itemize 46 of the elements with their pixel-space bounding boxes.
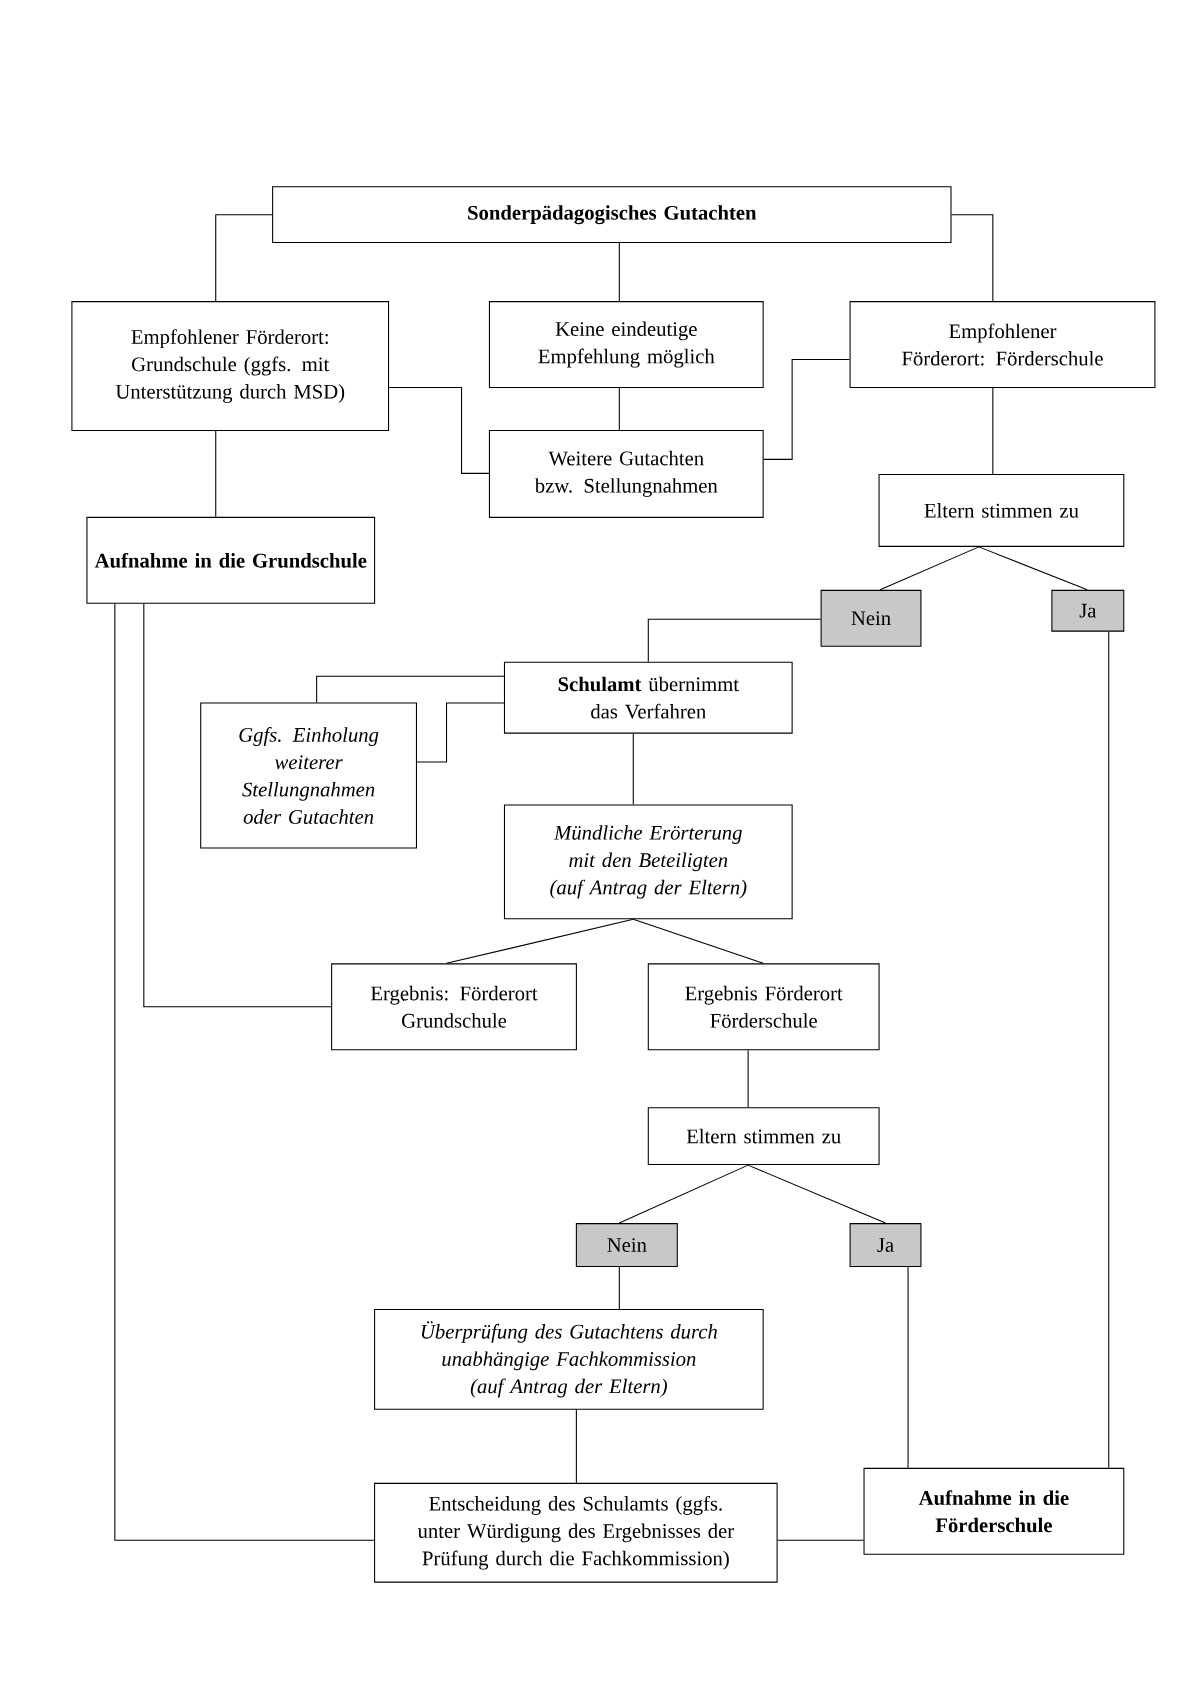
process-box: Ergebnis: Förderort Grundschule	[330, 963, 577, 1051]
process-box: Aufnahme in die Förderschule	[863, 1467, 1125, 1555]
process-box: Eltern stimmen zu	[878, 473, 1125, 547]
connector-line	[1108, 631, 1110, 1469]
connector-line	[575, 1409, 577, 1484]
process-box: Eltern stimmen zu	[647, 1107, 880, 1166]
connector-line	[992, 387, 994, 475]
option-box: Nein	[820, 589, 922, 647]
connector-line	[214, 430, 217, 518]
connector-line	[879, 546, 980, 591]
connector-line	[416, 702, 505, 763]
connector-line	[762, 359, 850, 460]
option-box: Ja	[849, 1223, 922, 1268]
connector-line	[747, 1049, 749, 1108]
option-box: Ja	[1051, 589, 1125, 632]
connector-line	[618, 387, 620, 431]
connector-line	[647, 618, 821, 663]
connector-line	[315, 675, 505, 704]
connector-line	[618, 242, 620, 302]
option-box: Nein	[575, 1223, 678, 1268]
process-box: Empfohlener Förderort: Förderschule	[849, 301, 1156, 388]
process-box: Schulamt übernimmt das Verfahren	[503, 661, 793, 734]
process-box: Ergebnis Förderort Förderschule	[647, 963, 880, 1051]
connector-line	[632, 918, 764, 964]
process-box: Keine eindeutige Empfehlung möglich	[488, 301, 764, 388]
connector-line	[388, 386, 490, 474]
process-box: Mündliche Erörterung mit den Beteiligten (auf Antrag der Eltern)	[503, 804, 793, 920]
connector-line	[950, 214, 994, 302]
connector-line	[618, 1266, 620, 1310]
process-box: Weitere Gutachten bzw. Stellungnahmen	[488, 429, 764, 518]
connector-line	[978, 546, 1088, 591]
connector-line	[214, 214, 273, 302]
connector-line	[907, 1266, 909, 1469]
process-box: Entscheidung des Schulamts (ggfs. unter Würdigung des Ergebnisses der Prüfung durch die Fachkommission)	[373, 1482, 778, 1583]
process-box: Überprüfung des Gutachtens durch unabhängige Fachkommission (auf Antrag der Eltern)	[373, 1308, 764, 1410]
connector-line	[445, 918, 634, 964]
connector-line	[632, 733, 634, 805]
connector-line	[143, 603, 332, 1008]
process-box: Empfohlener Förderort: Grundschule (ggfs. mit Unterstützung durch MSD)	[71, 301, 389, 431]
connector-line	[618, 1164, 749, 1224]
connector-line	[114, 603, 375, 1541]
process-box: Ggfs. Einholung weiterer Stellungnahmen oder Gutachten	[199, 702, 417, 849]
process-box: Sonderpädagogisches Gutachten	[271, 186, 952, 244]
connector-line	[776, 1539, 864, 1541]
process-box: Aufnahme in die Grundschule	[86, 516, 375, 604]
connector-line	[747, 1164, 886, 1224]
